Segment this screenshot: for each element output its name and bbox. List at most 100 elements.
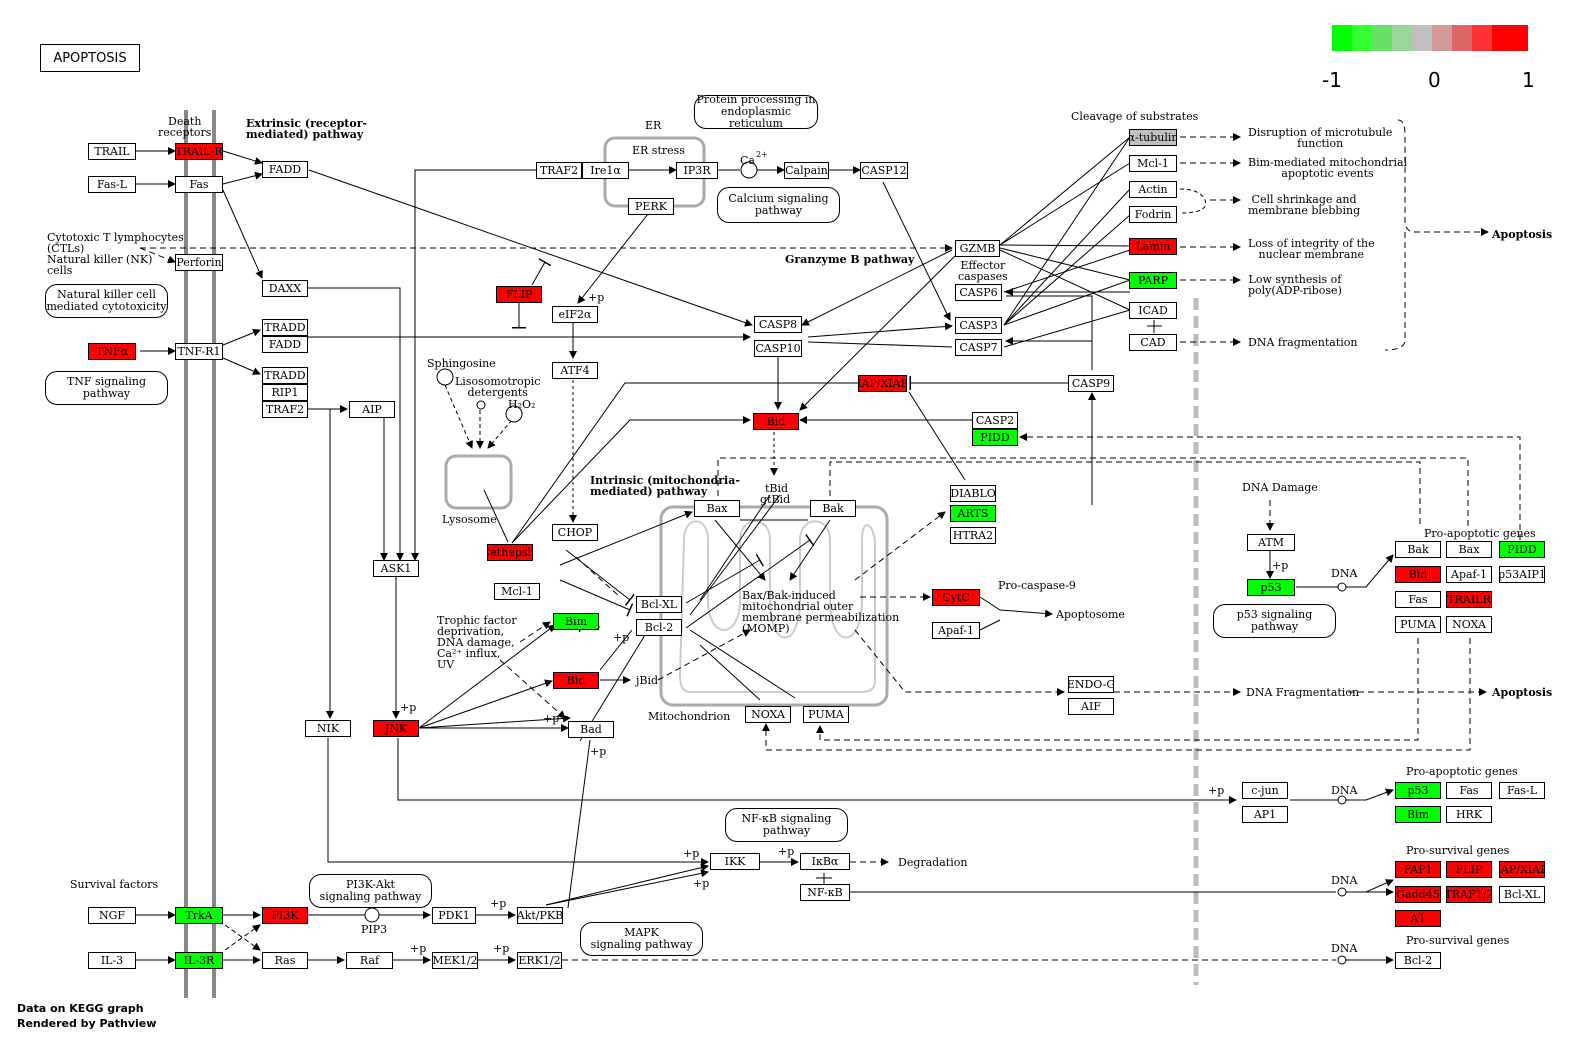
gene-fas-l[interactable]: Fas-L [88,176,136,193]
gene-mek1-2[interactable]: MEK1/2 [432,952,478,969]
gene-bad[interactable]: Bad [568,721,614,738]
gene-fas[interactable]: Fas [175,176,223,193]
gene-fadd[interactable]: FADD [262,161,308,178]
gene-perk[interactable]: PERK [628,198,674,215]
gene-calpain[interactable]: Calpain [784,162,829,179]
gene-fas[interactable]: Fas [1395,591,1441,608]
gene-pidd[interactable]: PIDD [972,429,1018,446]
gene-lamin[interactable]: Lamin [1129,238,1177,255]
gene-noxa[interactable]: NOXA [745,706,791,723]
gene-bak[interactable]: Bak [810,500,856,517]
gene-diablo[interactable]: DIABLO [950,485,996,502]
gene-p53aip1[interactable]: p53AIP1 [1499,566,1545,583]
gene-parp[interactable]: PARP [1129,272,1177,289]
gene-ip3r[interactable]: IP3R [676,162,718,179]
gene-trka[interactable]: TrkA [175,907,223,924]
gene-bcl-xl[interactable]: Bcl-XL [636,596,682,613]
gene-bax[interactable]: Bax [1446,541,1492,558]
gene-htra2[interactable]: HTRA2 [950,527,996,544]
gene-bcl-xl[interactable]: Bcl-XL [1499,886,1545,903]
pathway-link-pi3k-akt[interactable]: PI3K-Akt signaling pathway [309,874,432,908]
gene-bak[interactable]: Bak [1395,541,1441,558]
gene-apaf-1[interactable]: Apaf-1 [932,622,980,639]
gene-flip[interactable]: FLIP [496,286,542,303]
gene-puma[interactable]: PUMA [1395,616,1441,633]
gene-traf2[interactable]: TRAF2 [262,401,308,418]
gene-cytc[interactable]: CytC [932,589,980,606]
gene-il-3r[interactable]: IL-3R [175,952,223,969]
gene-bax[interactable]: Bax [694,500,740,517]
gene-fadd[interactable]: FADD [262,336,308,353]
gene-cad[interactable]: CAD [1129,334,1177,351]
gene-fap1[interactable]: FAP1 [1395,861,1441,878]
gene-alpha-tubulin[interactable]: α-tubulin [1129,129,1177,146]
gene-bid[interactable]: Bid [553,672,599,689]
gene-pidd[interactable]: PIDD [1499,541,1545,558]
gene-tradd[interactable]: TRADD [262,367,308,384]
gene-mcl-1[interactable]: Mcl-1 [494,583,540,600]
gene-casp8[interactable]: CASP8 [754,316,802,333]
gene-eif2a[interactable]: eIF2α [552,306,598,323]
gene-aip[interactable]: AIP [349,401,395,418]
gene-bid[interactable]: Bid [1395,566,1441,583]
gene-trail-r[interactable]: TRAIL-R [175,143,223,160]
gene-chop[interactable]: CHOP [552,524,598,541]
gene-iap-xiap[interactable]: IAP/XIAP [858,375,907,392]
gene-mcl-1[interactable]: Mcl-1 [1129,155,1177,172]
gene-casp7[interactable]: CASP7 [955,339,1002,356]
gene-c-jun[interactable]: c-jun [1242,782,1288,799]
gene-akt-pkb[interactable]: Akt/PKB [517,907,563,924]
gene-casp10[interactable]: CASP10 [754,340,802,357]
gene-hrk[interactable]: HRK [1446,806,1492,823]
gene-il-3[interactable]: IL-3 [88,952,136,969]
gene-casp6[interactable]: CASP6 [955,284,1002,301]
gene-tnfa[interactable]: TNFα [88,343,136,360]
gene-ask1[interactable]: ASK1 [373,560,419,577]
gene-ikba[interactable]: IκBα [800,853,850,870]
gene-raf[interactable]: Raf [346,952,393,969]
gene-p53[interactable]: p53 [1395,782,1441,799]
gene-puma[interactable]: PUMA [803,706,849,723]
gene-iap-xiap[interactable]: IAP/XIAP [1499,861,1545,878]
pathway-link-mapk-signaling[interactable]: MAPK signaling pathway [580,922,703,956]
gene-flip[interactable]: FLIP [1446,861,1492,878]
gene-a1[interactable]: A1 [1395,910,1441,927]
gene-aif[interactable]: AIF [1068,698,1114,715]
gene-ire1a[interactable]: Ire1α [582,162,629,179]
gene-pdk1[interactable]: PDK1 [432,907,476,924]
gene-cathepsin[interactable]: Cathepsin [487,544,533,561]
pathway-link-calcium-signaling[interactable]: Calcium signaling pathway [717,187,840,223]
gene-fas-l[interactable]: Fas-L [1499,782,1545,799]
gene-tnf-r1[interactable]: TNF-R1 [175,343,223,360]
gene-p53[interactable]: p53 [1247,579,1295,596]
gene-bcl-2[interactable]: Bcl-2 [636,619,682,636]
gene-bim[interactable]: Bim [553,613,599,630]
gene-bid[interactable]: Bid [753,413,799,430]
gene-noxa[interactable]: NOXA [1446,616,1492,633]
pathway-link-p53-signaling[interactable]: p53 signaling pathway [1213,604,1336,638]
gene-jnk[interactable]: JNK [373,720,419,737]
gene-fodrin[interactable]: Fodrin [1129,206,1177,223]
pathway-link-tnf-signaling[interactable]: TNF signaling pathway [45,371,168,405]
gene-casp3[interactable]: CASP3 [955,317,1002,334]
gene-casp2[interactable]: CASP2 [972,412,1018,429]
gene-actin[interactable]: Actin [1129,181,1177,198]
gene-endo-g[interactable]: ENDO-G [1068,676,1114,693]
gene-tradd[interactable]: TRADD [262,319,308,336]
gene-rip1[interactable]: RIP1 [262,384,308,401]
gene-ngf[interactable]: NGF [88,907,136,924]
gene-casp12[interactable]: CASP12 [860,162,908,179]
gene-arts[interactable]: ARTS [950,505,996,522]
gene-traf2[interactable]: TRAF2 [536,162,582,179]
pathway-link-nfkb-signaling[interactable]: NF-κB signaling pathway [725,808,848,842]
gene-atm[interactable]: ATM [1247,534,1295,551]
gene-gzmb[interactable]: GZMB [955,240,1000,257]
gene-atf4[interactable]: ATF4 [552,362,598,379]
gene-apaf-1[interactable]: Apaf-1 [1446,566,1492,583]
gene-ikk[interactable]: IKK [710,853,760,870]
gene-icad[interactable]: ICAD [1129,302,1177,319]
gene-daxx[interactable]: DAXX [262,280,308,297]
gene-trailr[interactable]: TRAILR [1446,591,1492,608]
gene-ras[interactable]: Ras [262,952,308,969]
gene-fas[interactable]: Fas [1446,782,1492,799]
